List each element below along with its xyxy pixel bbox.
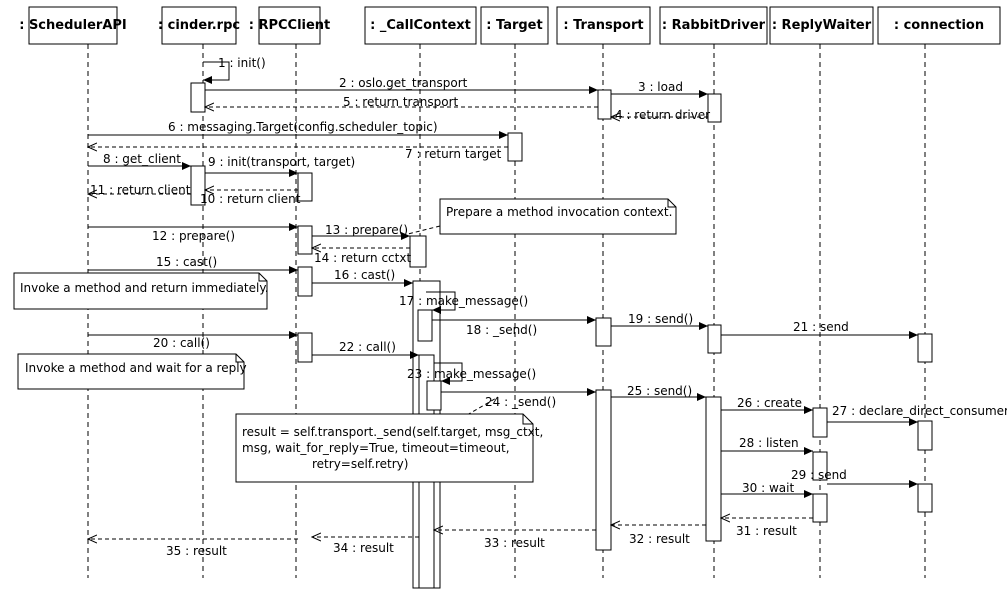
- message-label: 22 : call(): [339, 340, 396, 354]
- participant-box-rpcclient: [258, 6, 321, 45]
- activation-bar: [190, 165, 206, 206]
- participant-label-schedulerapi: : SchedulerAPI: [19, 18, 127, 33]
- activation-bar: [917, 420, 933, 451]
- message-label: 12 : prepare(): [152, 229, 235, 243]
- note-text: result = self.transport._send(self.targe…: [242, 425, 543, 439]
- note-fold: [667, 199, 676, 208]
- participant-label-callcontext: : _CallContext: [370, 18, 471, 33]
- message-label: 16 : cast(): [334, 268, 395, 282]
- activation-bar: [812, 451, 828, 481]
- note-fold: [235, 354, 244, 363]
- participant-label-replywaiter: : ReplyWaiter: [772, 18, 872, 33]
- note-fold: [522, 414, 533, 425]
- message-label: 6 : messaging.Target(config.scheduler_to…: [168, 120, 438, 134]
- activation-bar: [426, 380, 442, 411]
- message-label: 31 : result: [736, 524, 797, 538]
- participant-label-rpcclient: : RPCClient: [249, 18, 331, 33]
- activation-bar: [917, 333, 933, 363]
- message-label: 8 : get_client: [103, 152, 181, 166]
- message-label: 18 : _send(): [466, 323, 537, 337]
- message-label: 33 : result: [484, 536, 545, 550]
- message-label: 11 : return client: [90, 183, 191, 197]
- message-label: 9 : init(transport, target): [208, 155, 355, 169]
- message-label: 19 : send(): [628, 312, 693, 326]
- participant-box-replywaiter: [769, 6, 874, 45]
- message-label: 4 : return driver: [615, 108, 710, 122]
- participant-box-rabbitdriver: [659, 6, 768, 45]
- message-label: 20 : call(): [153, 336, 210, 350]
- participant-label-transport: : Transport: [563, 18, 643, 33]
- activation-bar: [190, 82, 206, 113]
- note-text: retry=self.retry): [312, 457, 408, 471]
- activation-bar: [417, 309, 433, 342]
- message-label: 2 : oslo.get_transport: [339, 76, 468, 90]
- activation-bar: [597, 89, 612, 120]
- participant-box-connection: [877, 6, 1001, 45]
- activation-bar: [595, 317, 612, 347]
- note-box: [235, 413, 534, 483]
- message-label: 21 : send: [793, 320, 849, 334]
- participant-box-schedulerapi: [28, 6, 118, 45]
- message-label: 1 : init(): [218, 56, 266, 70]
- message-label: 10 : return client: [200, 192, 301, 206]
- self-message-arrow: [434, 362, 463, 385]
- message-label: 28 : listen: [739, 436, 799, 450]
- message-label: 29 : send: [791, 468, 847, 482]
- note-box: [439, 198, 677, 235]
- activation-bar: [297, 172, 313, 202]
- note-fold: [258, 273, 267, 282]
- participant-label-cinder-rpc: : cinder.rpc: [158, 18, 240, 33]
- message-label: 24 : _send(): [485, 395, 556, 409]
- activation-bar: [595, 389, 612, 551]
- message-label: 34 : result: [333, 541, 394, 555]
- note-text: msg, wait_for_reply=True, timeout=timeou…: [242, 441, 510, 455]
- note-box: [13, 272, 268, 310]
- activation-bar: [707, 324, 722, 354]
- participant-box-cinder-rpc: [161, 6, 237, 45]
- activation-bar: [507, 132, 523, 162]
- activation-bar: [297, 266, 313, 297]
- message-label: 35 : result: [166, 544, 227, 558]
- participant-box-callcontext: [364, 6, 477, 45]
- note-text: Invoke a method and wait for a reply: [25, 361, 247, 375]
- message-label: 3 : load: [638, 80, 683, 94]
- participant-label-connection: : connection: [894, 18, 984, 33]
- participant-box-target: [480, 6, 549, 45]
- participant-box-transport: [556, 6, 651, 45]
- message-label: 14 : return cctxt: [314, 251, 411, 265]
- message-label: 26 : create: [737, 396, 802, 410]
- message-label: 7 : return target: [405, 147, 502, 161]
- note-text: Prepare a method invocation context.: [446, 205, 672, 219]
- self-message-arrow: [203, 61, 230, 84]
- activation-bar: [812, 407, 828, 438]
- activation-bar: [917, 483, 933, 513]
- note-text: Invoke a method and return immediately.: [20, 281, 269, 295]
- message-label: 17 : make_message(): [399, 294, 528, 308]
- activation-bar: [297, 332, 313, 363]
- message-label: 5 : return transport: [343, 95, 459, 109]
- message-label: 27 : declare_direct_consumer: [832, 404, 1007, 418]
- activation-bar: [707, 93, 722, 123]
- activation-bar: [812, 493, 828, 523]
- message-label: 30 : wait: [742, 481, 794, 495]
- activation-bar: [705, 396, 722, 542]
- message-label: 25 : send(): [627, 384, 692, 398]
- participant-label-rabbitdriver: : RabbitDriver: [662, 18, 766, 33]
- message-label: 15 : cast(): [156, 255, 217, 269]
- participant-label-target: : Target: [486, 18, 542, 33]
- message-label: 32 : result: [629, 532, 690, 546]
- note-box: [17, 353, 245, 390]
- message-label: 13 : prepare(): [325, 223, 408, 237]
- activation-bar: [297, 225, 313, 255]
- activation-bar: [409, 235, 427, 268]
- message-label: 23 : make_message(): [407, 367, 536, 381]
- self-message-arrow: [426, 291, 456, 314]
